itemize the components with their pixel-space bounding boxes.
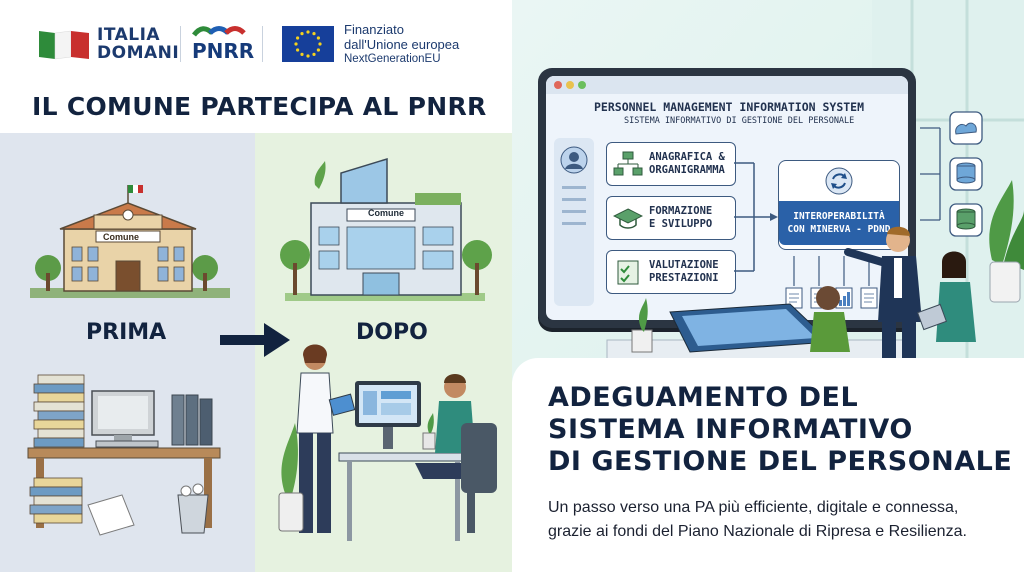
screen-sidebar <box>554 138 594 306</box>
new-building-sign: Comune <box>368 208 404 218</box>
page-headline: IL COMUNE PARTECIPA AL PNRR <box>32 92 487 121</box>
module-label-line2: PRESTAZIONI <box>649 272 719 284</box>
pnrr-logo: PNRR <box>192 22 254 66</box>
window-maximize-icon <box>578 81 586 89</box>
eu-line2: dall'Unione europea <box>344 36 460 52</box>
screen-title-en: PERSONNEL MANAGEMENT INFORMATION SYSTEM <box>594 100 865 114</box>
sidebar-line <box>562 186 586 189</box>
logo-divider <box>262 26 263 62</box>
system-screen-frame: PERSONNEL MANAGEMENT INFORMATION SYSTEM … <box>538 68 916 328</box>
team-presenting-illustration <box>631 226 976 362</box>
before-label: PRIMA <box>86 320 167 345</box>
module-connectors <box>734 162 870 286</box>
module-formazione[interactable]: FORMAZIONE E SVILUPPO <box>606 196 736 240</box>
graduation-cap-icon <box>613 208 643 229</box>
logo-header-panel <box>0 0 512 132</box>
main-title-line3: DI GESTIONE DEL PERSONALE <box>548 446 1013 477</box>
modern-office-workers-illustration <box>278 344 497 541</box>
module-valutazione[interactable]: VALUTAZIONE PRESTAZIONI <box>606 250 736 294</box>
pnrr-logo-text: PNRR <box>192 39 255 63</box>
sidebar-line <box>562 222 586 225</box>
transition-arrow-icon <box>220 323 290 357</box>
italia-domani-line2: DOMANI <box>97 43 180 63</box>
old-town-hall-illustration <box>30 185 230 298</box>
old-building-sign: Comune <box>103 232 139 242</box>
subtitle: Un passo verso una PA più efficiente, di… <box>548 496 967 544</box>
window-minimize-icon <box>566 81 574 89</box>
system-screen: PERSONNEL MANAGEMENT INFORMATION SYSTEM … <box>546 76 908 320</box>
sidebar-line <box>562 210 586 213</box>
title-panel <box>512 358 1024 572</box>
module-label-line1: FORMAZIONE <box>649 205 713 217</box>
screen-window-bar <box>546 76 908 94</box>
hub-line2: CON MINERVA - PDND <box>787 224 891 235</box>
document-icons-row <box>785 287 878 309</box>
eu-funding-logo: Finanziato dall'Unione europea NextGener… <box>282 22 459 66</box>
pnrr-flag-stripes-icon <box>192 26 246 37</box>
eu-line1: Finanziato <box>344 21 404 37</box>
module-label-line1: ANAGRAFICA & <box>649 151 725 163</box>
modern-town-hall-illustration <box>280 157 492 301</box>
italian-flag-icon <box>39 30 89 60</box>
after-label: DOPO <box>356 320 428 345</box>
screen-title-it: SISTEMA INFORMATIVO DI GESTIONE DEL PERS… <box>624 116 855 126</box>
old-office-desk-illustration <box>27 374 221 536</box>
org-chart-icon <box>613 151 643 176</box>
module-label-line1: VALUTAZIONE <box>649 259 719 271</box>
sidebar-line <box>562 198 586 201</box>
interoperability-hub[interactable]: INTEROPERABILITÀ CON MINERVA - PDND <box>778 160 900 250</box>
hub-label: INTEROPERABILITÀ CON MINERVA - PDND <box>779 201 899 245</box>
main-title-line2: SISTEMA INFORMATIVO <box>548 414 913 445</box>
after-panel <box>255 133 512 572</box>
module-label-line2: E SVILUPPO <box>649 218 713 230</box>
window-close-icon <box>554 81 562 89</box>
eu-flag-icon <box>282 26 334 62</box>
checklist-icon <box>617 260 639 285</box>
data-sources-icons <box>920 111 983 237</box>
subtitle-line1: Un passo verso una PA più efficiente, di… <box>548 499 959 516</box>
main-title-line1: ADEGUAMENTO DEL <box>548 382 859 413</box>
italia-domani-logo: ITALIA DOMANI <box>37 22 179 66</box>
hub-line1: INTEROPERABILITÀ <box>793 211 885 222</box>
eu-line3: NextGenerationEU <box>344 52 441 65</box>
sync-icon <box>825 167 853 195</box>
subtitle-line2: grazie ai fondi del Piano Nazionale di R… <box>548 523 967 540</box>
module-label-line2: ORGANIGRAMMA <box>649 164 725 176</box>
module-anagrafica[interactable]: ANAGRAFICA & ORGANIGRAMMA <box>606 142 736 186</box>
before-panel <box>0 133 255 572</box>
logo-divider <box>180 26 181 62</box>
italia-domani-line1: ITALIA <box>97 25 161 45</box>
user-avatar-icon <box>560 146 588 174</box>
main-title: ADEGUAMENTO DEL SISTEMA INFORMATIVO DI G… <box>548 382 1012 478</box>
